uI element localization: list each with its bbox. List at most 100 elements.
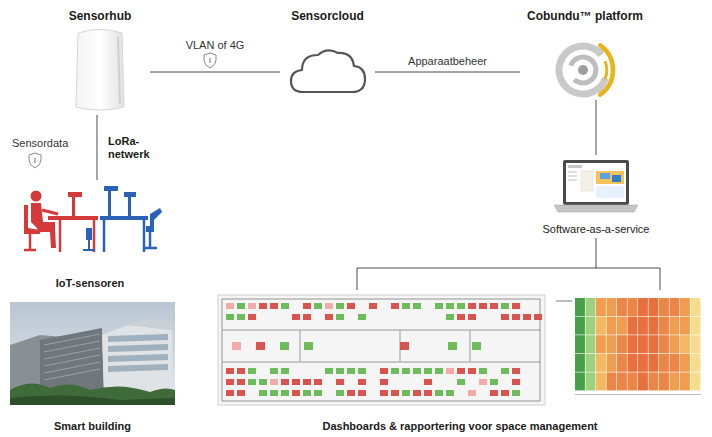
desk-marker xyxy=(325,368,333,374)
heat-cell xyxy=(596,298,606,316)
node-group: Dashboards & rapportering voor space man… xyxy=(215,290,705,435)
desk-marker xyxy=(435,368,443,374)
desk-marker xyxy=(270,390,278,396)
desk-marker xyxy=(501,390,509,396)
shield-icon xyxy=(204,53,216,68)
building-photo xyxy=(44,334,100,380)
desk-marker xyxy=(468,390,476,396)
desk-marker xyxy=(479,368,487,374)
laptop-icon xyxy=(612,175,621,182)
floor-plan xyxy=(218,295,545,405)
laptop-icon xyxy=(568,171,577,173)
desk-marker xyxy=(380,368,388,374)
heat-cell xyxy=(575,335,585,353)
desk-marker xyxy=(501,368,509,374)
desk-marker xyxy=(413,303,421,309)
iot-desk-icon xyxy=(68,192,82,197)
desk-marker xyxy=(468,368,476,374)
heat-cell xyxy=(691,372,701,390)
logo-arc xyxy=(605,61,607,79)
iot-desk-icon xyxy=(24,186,162,252)
heat-cell xyxy=(617,317,627,335)
heat-cell xyxy=(617,354,627,372)
desk-marker xyxy=(336,390,344,396)
desk-marker xyxy=(479,303,487,309)
edge-label: VLAN of 4G xyxy=(184,39,247,52)
heat-cell xyxy=(638,372,648,390)
desk-marker xyxy=(259,303,267,309)
heat-cell xyxy=(607,317,617,335)
iot-desk-icon xyxy=(24,205,40,234)
desk-marker xyxy=(468,303,476,309)
cobundu-logo xyxy=(552,39,614,101)
desk-marker xyxy=(314,379,322,385)
desk-marker xyxy=(270,379,278,385)
node-label: IoT-sensoren xyxy=(56,276,124,290)
iot-desk-icon xyxy=(143,232,157,248)
node-label: Sensorcloud xyxy=(291,9,364,23)
shield-icon xyxy=(204,53,216,68)
desk-marker xyxy=(248,303,256,309)
iot-desk-icon xyxy=(128,196,131,216)
desk-marker xyxy=(248,314,256,320)
laptop-icon xyxy=(568,165,582,168)
desk-marker xyxy=(358,314,366,320)
laptop-icon xyxy=(568,175,577,177)
heat-cell xyxy=(607,372,617,390)
desk-marker xyxy=(402,303,410,309)
desk-marker xyxy=(270,368,278,374)
heat-cell xyxy=(596,354,606,372)
node-label: Smart building xyxy=(54,419,131,433)
building-photo xyxy=(128,318,172,330)
axis-line xyxy=(575,394,701,395)
floor-plan xyxy=(222,299,540,401)
heat-cell xyxy=(638,298,648,316)
desk-marker xyxy=(256,342,265,350)
node-label: Cobundu™ platform xyxy=(527,9,643,23)
hub-body xyxy=(76,30,124,111)
heat-cell xyxy=(628,354,638,372)
heat-cell xyxy=(575,317,585,335)
desk-marker xyxy=(304,342,313,350)
desk-marker xyxy=(512,390,520,396)
desk-marker xyxy=(457,303,465,309)
desk-marker xyxy=(237,314,245,320)
iot-desk-icon xyxy=(31,203,55,228)
heat-cell xyxy=(670,317,680,335)
desk-marker xyxy=(292,314,300,320)
iot-desk-icon xyxy=(104,186,118,191)
heat-cell xyxy=(596,372,606,390)
laptop-icon xyxy=(568,179,577,181)
desk-marker xyxy=(512,368,520,374)
heat-cell xyxy=(638,317,648,335)
desk-marker xyxy=(479,379,487,385)
heat-cell xyxy=(659,335,669,353)
iot-desk-icon xyxy=(108,190,111,216)
desk-marker xyxy=(248,368,256,374)
heat-cell xyxy=(575,372,585,390)
desk-marker xyxy=(448,342,457,350)
desk-marker xyxy=(402,368,410,374)
edge-label: Apparaatbeheer xyxy=(406,55,489,68)
heat-cell xyxy=(607,335,617,353)
desk-marker xyxy=(281,368,289,374)
building-photo xyxy=(10,302,175,405)
iot-desk-icon xyxy=(48,216,98,220)
heat-cell xyxy=(691,354,701,372)
desk-marker xyxy=(501,303,509,309)
iot-desk-icon xyxy=(146,208,162,232)
node-group: Sensorhub xyxy=(50,5,150,115)
laptop-icon xyxy=(596,171,624,184)
desk-marker xyxy=(248,379,256,385)
desk-marker xyxy=(358,368,366,374)
heat-cell xyxy=(649,298,659,316)
building-photo xyxy=(102,325,172,395)
desk-marker xyxy=(391,303,399,309)
building-photo xyxy=(10,302,175,405)
desk-marker xyxy=(402,390,410,396)
heat-cell xyxy=(617,335,627,353)
desk-marker xyxy=(446,303,454,309)
desk-marker xyxy=(314,303,322,309)
iot-desk-icon xyxy=(83,240,95,250)
